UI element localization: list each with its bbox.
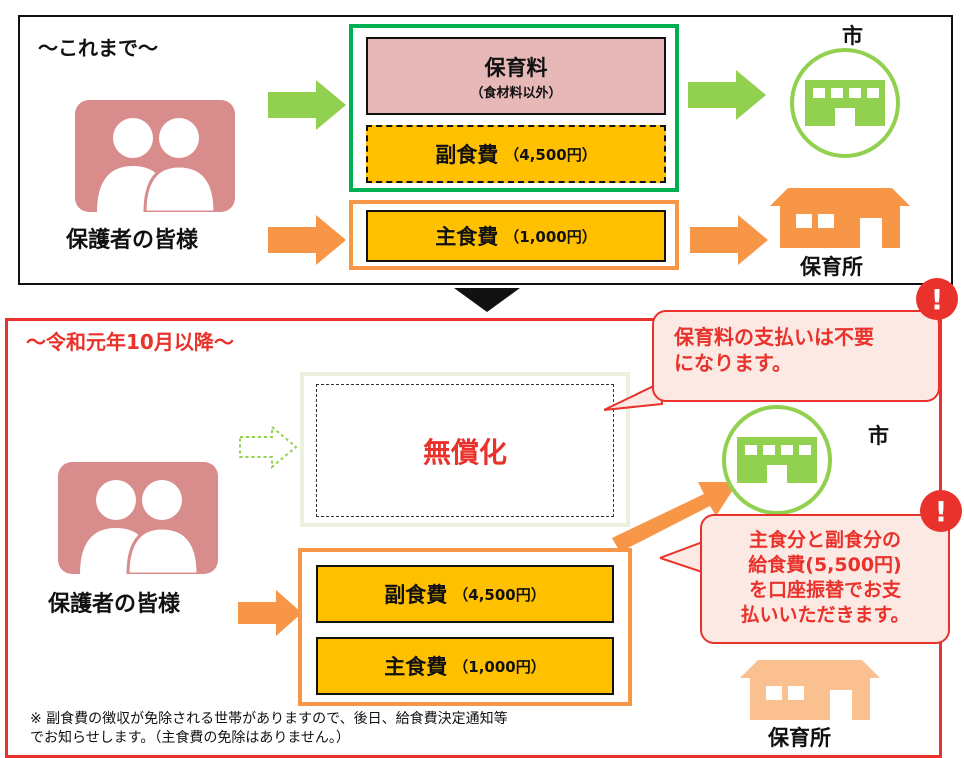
- fukushoku-label: 副食費: [435, 143, 499, 167]
- city-icon: [790, 48, 900, 158]
- city-payment-group: [349, 24, 679, 192]
- city-icon: [722, 405, 832, 515]
- shushoku-label: 主食費: [435, 225, 499, 249]
- nursery-payment-group: [349, 200, 679, 270]
- bubble2-line1: 主食分と副食分の: [748, 529, 901, 551]
- parents-label: 保護者の皆様: [66, 228, 199, 253]
- shushoku-label: 主食費: [384, 655, 448, 679]
- shushoku-box-before: 主食費 （1,000円）: [366, 210, 666, 262]
- nursery-label: 保育所: [768, 726, 831, 750]
- fukushoku-amount: （4,500円）: [504, 145, 597, 164]
- exclamation-icon: !: [916, 278, 958, 320]
- hoikuryo-label: 保育料: [484, 55, 548, 80]
- city-label: 市: [842, 24, 863, 48]
- fukushoku-label: 副食費: [384, 583, 448, 607]
- orange-arrow-icon: [238, 590, 302, 636]
- parents-label: 保護者の皆様: [48, 592, 181, 617]
- bubble2-line3: を口座振替でお支: [748, 579, 901, 601]
- bubble2-line2: 給食費(5,500円): [748, 554, 902, 576]
- fukushoku-box-before: 副食費 （4,500円）: [366, 125, 666, 183]
- footnote-line2: でお知らせします。（主食費の免除はありません。）: [30, 730, 350, 746]
- fukushoku-amount: （4,500円）: [453, 585, 546, 604]
- footnote-line1: ※ 副食費の徴収が免除される世帯がありますので、後日、給食費決定通知等: [30, 711, 508, 727]
- parents-icon: [58, 462, 218, 574]
- after-heading: ～令和元年10月以降～: [26, 330, 234, 354]
- bubble1-line1: 保育料の支払いは不要: [674, 325, 874, 349]
- nursery-label: 保育所: [800, 255, 863, 279]
- free-label: 無償化: [422, 435, 507, 469]
- down-arrow-icon: [454, 288, 520, 312]
- city-label: 市: [868, 424, 889, 448]
- exclamation-icon: !: [920, 490, 962, 532]
- orange-arrow-icon: [690, 215, 768, 265]
- diagonal-arrow-icon: [612, 482, 738, 552]
- before-heading: ～これまで～: [38, 36, 158, 60]
- hoikuryo-box: 保育料 （食材料以外）: [366, 37, 666, 115]
- notice-bubble-1: 保育料の支払いは不要 になります。: [652, 310, 940, 402]
- hoikuryo-note: （食材料以外）: [470, 85, 562, 101]
- nursery-icon: [740, 660, 880, 720]
- shushoku-amount: （1,000円）: [453, 657, 546, 676]
- shushoku-box-after: 主食費 （1,000円）: [316, 637, 614, 695]
- notice-bubble-2: 主食分と副食分の 給食費(5,500円) を口座振替でお支 払いいただきます。: [700, 514, 950, 644]
- green-arrow-icon: [688, 70, 766, 120]
- bubble2-line4: 払いいただきます。: [740, 604, 910, 626]
- footnote: ※ 副食費の徴収が免除される世帯がありますので、後日、給食費決定通知等 でお知ら…: [30, 710, 508, 748]
- bubble1-line2: になります。: [674, 351, 792, 375]
- shushoku-amount: （1,000円）: [504, 227, 597, 246]
- free-box: 無償化: [316, 384, 614, 517]
- free-group: [300, 372, 630, 527]
- dotted-arrow-icon: [239, 425, 298, 469]
- fukushoku-box-after: 副食費 （4,500円）: [316, 565, 614, 623]
- city-payment-group-after: [298, 548, 632, 706]
- orange-arrow-icon: [268, 215, 346, 265]
- green-arrow-icon: [268, 80, 346, 130]
- nursery-icon: [770, 188, 910, 248]
- parents-icon: [75, 100, 235, 212]
